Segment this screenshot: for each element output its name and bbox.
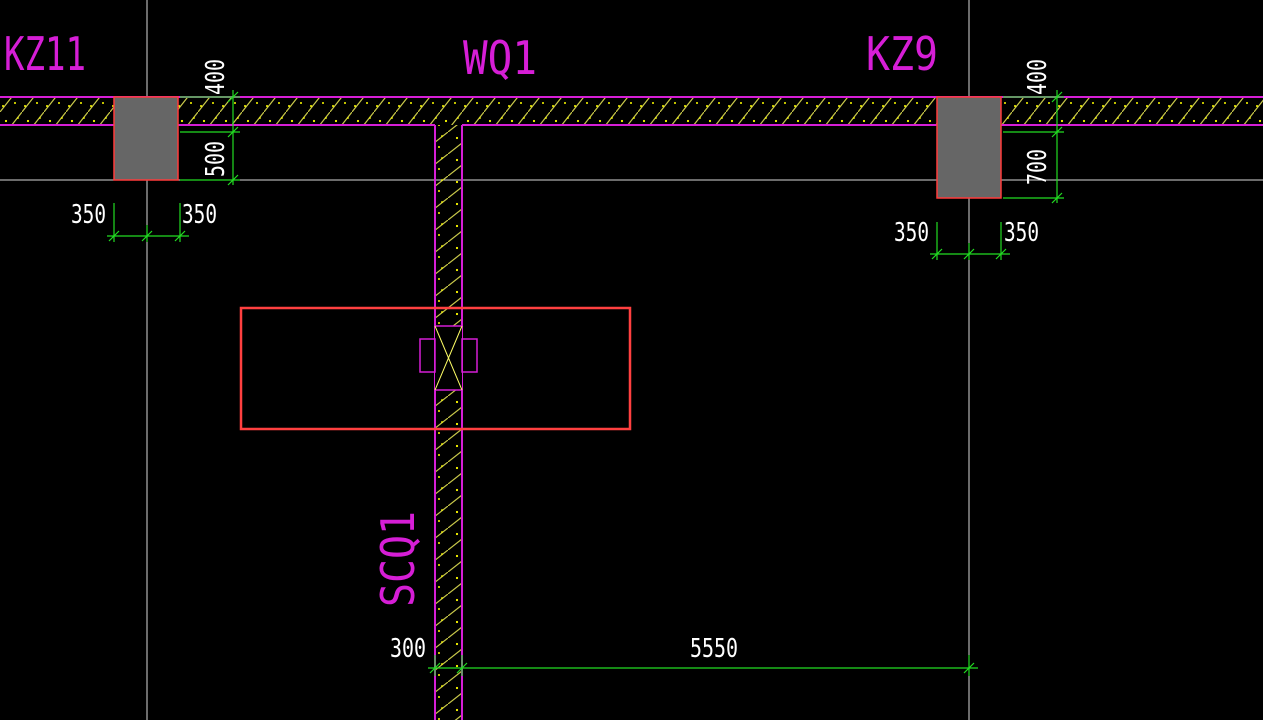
dim-left-col-top: 400 <box>201 59 231 95</box>
label-wall-wq1: WQ1 <box>463 31 537 85</box>
dim-wall-thickness: 300 <box>390 634 426 664</box>
dimension-lines <box>107 90 1064 676</box>
dim-left-col-depth: 500 <box>201 141 231 177</box>
label-wall-scq1: SCQ1 <box>371 511 425 607</box>
wall-scq1[interactable] <box>434 125 463 720</box>
label-column-kz11: KZ11 <box>4 27 86 81</box>
dim-left-col-w2: 350 <box>182 200 217 230</box>
wall-wq1[interactable] <box>0 96 1263 126</box>
dim-right-col-top: 400 <box>1023 59 1053 95</box>
dim-right-col-w1: 350 <box>894 218 929 248</box>
dim-right-col-depth: 700 <box>1023 149 1053 185</box>
dim-span: 5550 <box>690 634 738 664</box>
column-kz11[interactable] <box>113 96 179 181</box>
highlight-box <box>239 306 632 431</box>
dim-right-col-w2: 350 <box>1004 218 1039 248</box>
column-kz9[interactable] <box>936 96 1002 199</box>
label-column-kz9: KZ9 <box>866 27 938 81</box>
door-opening-cross-icon[interactable] <box>419 325 478 391</box>
dim-left-col-w1: 350 <box>71 200 106 230</box>
